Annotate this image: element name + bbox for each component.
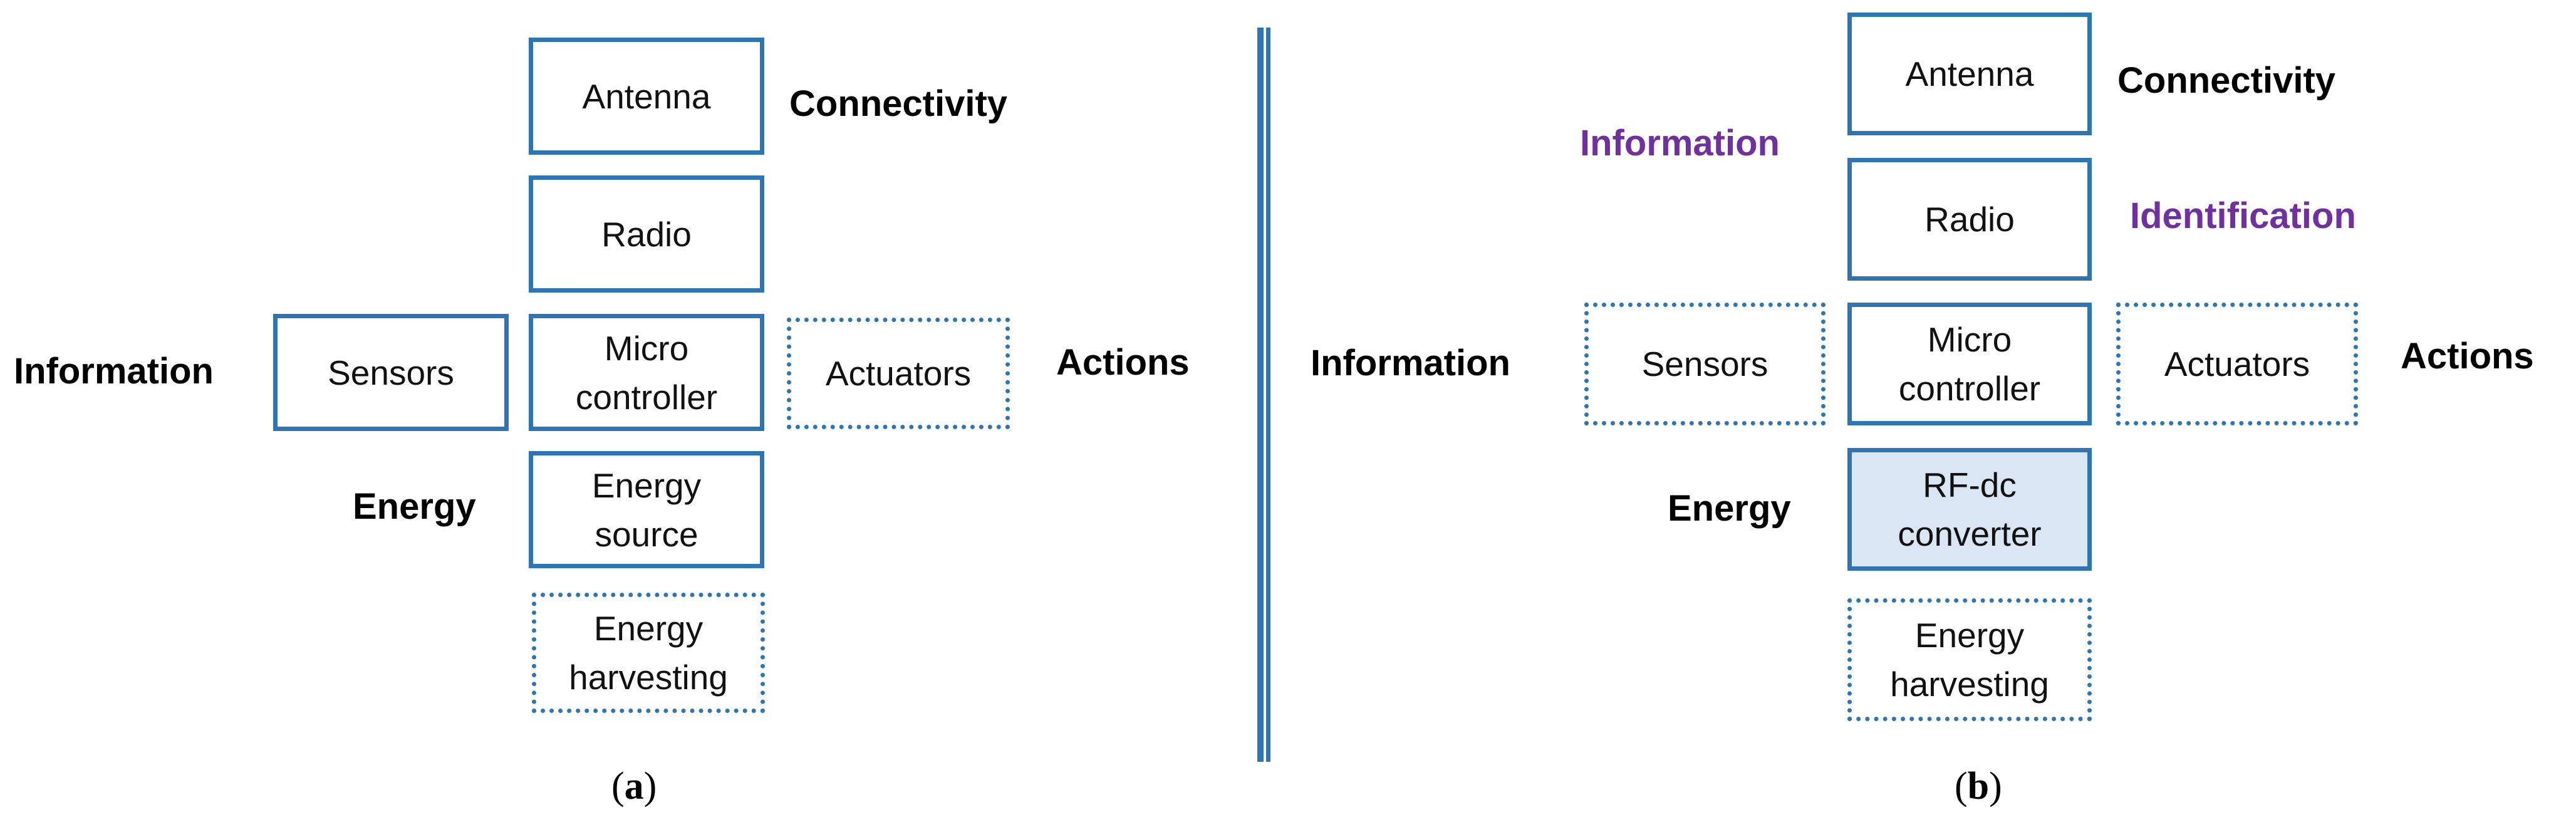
microcontroller-box: Micro controller [529,314,764,431]
actuators-box: Actuators [2116,303,2358,425]
microcontroller-line-1: Micro [604,328,689,368]
panel-divider-line-2 [1266,28,1270,762]
sensors-text: Sensors [1641,345,1768,383]
radio-box: Radio [529,175,764,293]
microcontroller-line-2: controller [1898,369,2041,408]
caption-a: (a) [611,764,657,808]
actuators-text: Actuators [825,354,972,393]
microcontroller-line-1: Micro [1927,320,2012,359]
caption-b-letter: b [1967,765,1990,808]
caption-a-open: ( [611,765,625,808]
caption-b-open: ( [1955,765,1968,808]
radio-text: Radio [1924,200,2015,239]
rf-dc-converter-line-2: converter [1898,514,2042,553]
energy-source-line-2: source [595,514,699,554]
actuators-box: Actuators [787,318,1010,429]
energy-harvesting-box: Energy harvesting [1847,598,2092,721]
energy-harvesting-line-1: Energy [1914,616,2025,655]
rf-dc-converter-line-1: RF-dc [1923,465,2017,504]
caption-a-close: ) [643,765,657,808]
microcontroller-line-2: controller [575,377,718,417]
sensors-box: Sensors [1584,303,1826,425]
panel-divider-line-1 [1257,28,1264,762]
energy-source-box: Energy source [529,451,764,568]
connectivity-label: Connectivity [789,83,1008,124]
energy-harvesting-line-2: harvesting [569,658,728,697]
energy-label: Energy [353,486,476,527]
information-top-label: Information [1580,123,1780,164]
actions-label: Actions [2401,336,2534,377]
radio-box: Radio [1847,158,2092,281]
rf-dc-converter-box: RF-dc converter [1847,448,2092,571]
energy-label: Energy [1668,488,1791,529]
energy-source-line-1: Energy [591,465,702,505]
caption-b: (b) [1955,764,2002,808]
identification-label: Identification [2130,195,2356,236]
antenna-box: Antenna [1847,13,2092,135]
radio-text: Radio [601,214,692,254]
information-label: Information [14,351,214,392]
energy-harvesting-line-2: harvesting [1890,665,2049,704]
connectivity-label: Connectivity [2117,60,2336,101]
energy-harvesting-box: Energy harvesting [532,593,765,713]
energy-harvesting-line-1: Energy [593,609,704,648]
antenna-box: Antenna [529,38,764,155]
information-label: Information [1311,343,1510,383]
microcontroller-box: Micro controller [1847,303,2092,425]
antenna-text: Antenna [582,76,711,116]
caption-b-close: ) [1989,765,2002,808]
actuators-text: Actuators [2164,345,2310,383]
sensors-text: Sensors [328,353,454,392]
sensors-box: Sensors [273,314,509,431]
antenna-text: Antenna [1905,55,2034,93]
actions-label: Actions [1056,342,1190,383]
caption-a-letter: a [624,765,644,808]
